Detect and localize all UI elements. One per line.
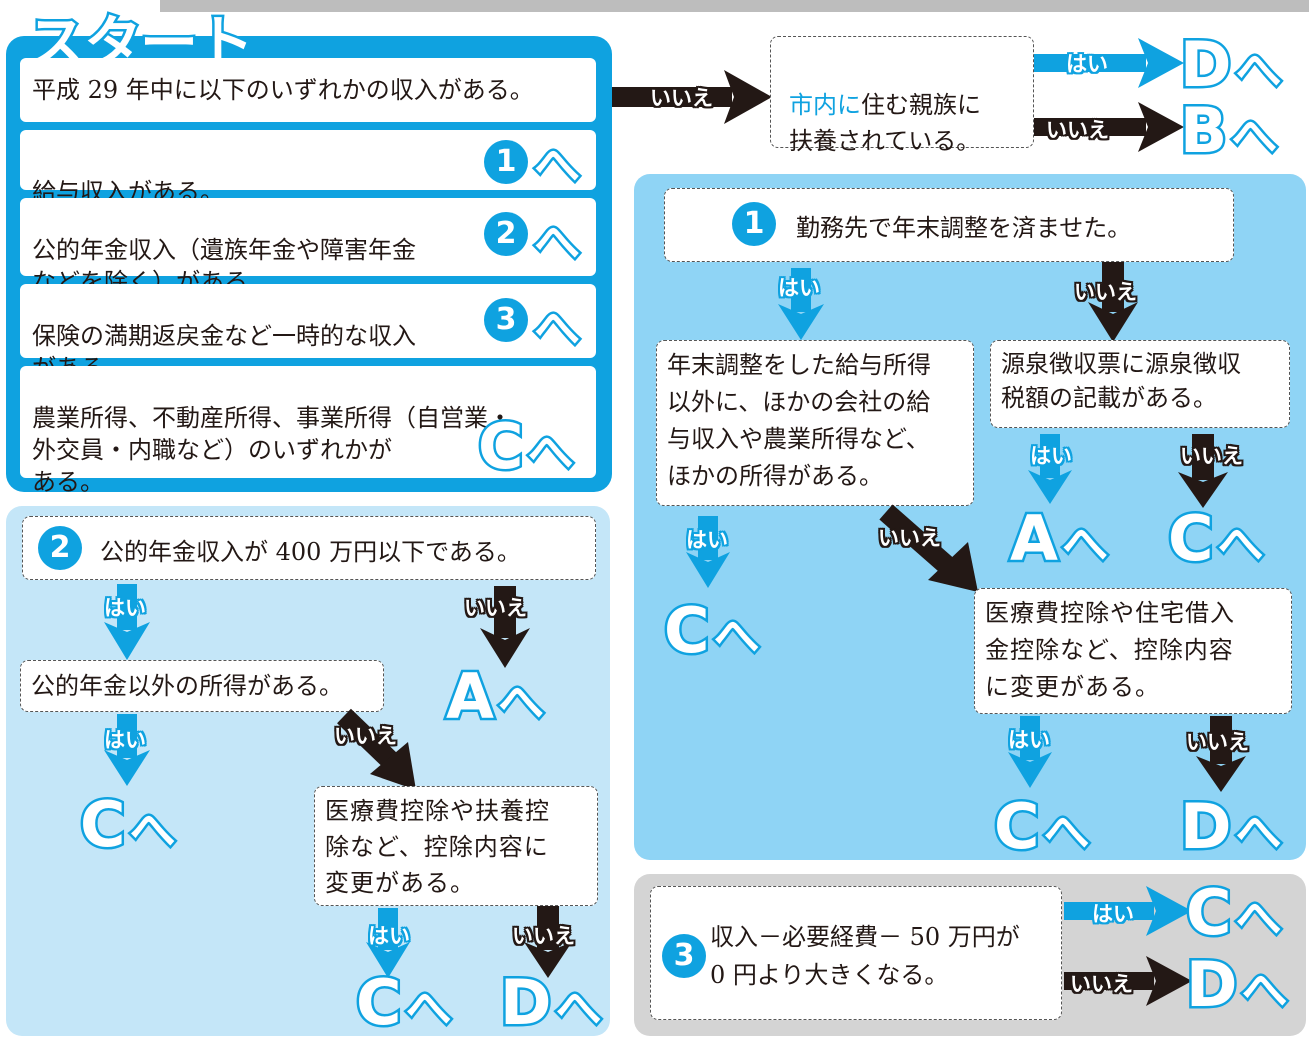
no-label: いいえ (1180, 444, 1243, 468)
flow2-number: 2 (38, 526, 82, 570)
flow1-no-question: 源泉徴収票に源泉徴収 税額の記載がある。 (990, 340, 1290, 428)
yes-arrow (778, 268, 824, 340)
flow3-number: 3 (662, 934, 706, 978)
no-income-question: 市内に住む親族に 扶養されている。 (770, 36, 1034, 155)
flow2-question (22, 516, 596, 580)
dest-c: Cへ (992, 790, 1092, 863)
goto-arrow-1: へ (532, 136, 583, 195)
header-bar (160, 0, 1309, 12)
goto-arrow-2: へ (532, 213, 583, 272)
yes-arrow (104, 714, 150, 786)
no-arrow (1178, 434, 1228, 508)
no-arrow (1064, 956, 1192, 1006)
yes-arrow (1028, 434, 1072, 504)
yes-label: はい (104, 596, 146, 620)
yes-arrow (104, 584, 150, 660)
yes-arrow (366, 908, 410, 978)
flow1-number: 1 (732, 202, 776, 246)
start-option-4: 農業所得、不動産所得、事業所得（自営業・ 外交員・内職など）のいずれかが ある。 (20, 366, 596, 496)
flow2-yes-question: 公的年金以外の所得がある。 (20, 660, 384, 712)
yes-arrow (1034, 38, 1184, 88)
no-label: いいえ (512, 924, 575, 948)
no-arrow (1088, 262, 1138, 342)
no-arrow (1034, 102, 1184, 152)
no-arrow (337, 708, 416, 790)
no-arrow (480, 586, 530, 668)
dest-d: Dへ (1183, 948, 1289, 1021)
no-arrow (1196, 716, 1246, 792)
goto-number-3: 3 (484, 298, 528, 342)
no-label: いいえ (1070, 972, 1133, 996)
dest-c: Cへ (78, 788, 178, 861)
flow1-yes-question: 年末調整をした給与所得 以外に、ほかの会社の給 与収入や農業所得など、 ほかの所… (656, 340, 974, 506)
dest-c: Cへ (1184, 876, 1284, 949)
start-question: 平成 29 年中に以下のいずれかの収入がある。 (20, 58, 596, 122)
no-label: いいえ (464, 596, 527, 620)
no-label: いいえ (1046, 118, 1109, 142)
yes-label: はい (368, 924, 410, 948)
no-arrow (524, 906, 572, 978)
yes-label: はい (1092, 902, 1134, 926)
dest-c: Cへ (1166, 502, 1266, 575)
start-option-2: 公的年金収入（遺族年金や障害年金 などを除く）がある。 (20, 198, 596, 296)
goto-arrow-3: へ (532, 299, 583, 358)
flow2-deduction-question: 医療費控除や扶養控 除など、控除内容に 変更がある。 (314, 786, 598, 906)
yes-label: はい (1030, 444, 1072, 468)
no-label: いいえ (1074, 280, 1137, 304)
no-label: いいえ (878, 526, 941, 550)
dest-a: Aへ (1008, 502, 1111, 575)
option-text: 公的年金収入（遺族年金や障害年金 などを除く）がある。 (32, 236, 416, 296)
flow3-question (650, 886, 1062, 1020)
dest-a: Aへ (444, 660, 547, 733)
goto-dest-c: Cへ (476, 410, 576, 483)
dest-d: Dへ (497, 966, 603, 1039)
option-text: 農業所得、不動産所得、事業所得（自営業・ 外交員・内職など）のいずれかが ある。 (32, 404, 512, 496)
dest-d: Dへ (1177, 790, 1283, 863)
yes-label: はい (686, 528, 728, 552)
dest-c: Cへ (662, 594, 762, 667)
dest-b: Bへ (1177, 94, 1279, 167)
goto-number-2: 2 (484, 212, 528, 256)
flow3-question-text: 収入－必要経費－ 50 万円が 0 円より大きくなる。 (710, 923, 1020, 989)
yes-label: はい (1066, 52, 1108, 76)
no-label: いいえ (334, 724, 397, 748)
no-label: いいえ (1186, 730, 1249, 754)
yes-arrow (686, 516, 730, 588)
yes-label: はい (104, 728, 146, 752)
highlight-text: 市内に (789, 91, 861, 119)
no-arrow (612, 70, 772, 124)
flow1-question-text: 勤務先で年末調整を済ませた。 (796, 214, 1132, 242)
flow2-question-text: 公的年金収入が 400 万円以下である。 (100, 538, 521, 566)
yes-label: はい (1008, 728, 1050, 752)
yes-label: はい (778, 276, 820, 300)
yes-arrow (1064, 886, 1192, 936)
goto-number-1: 1 (484, 140, 528, 184)
question-text: 住む親族に 扶養されている。 (789, 91, 981, 155)
yes-arrow (1008, 716, 1052, 788)
flow1-deduction-question: 医療費控除や住宅借入 金控除など、控除内容 に変更がある。 (974, 588, 1292, 714)
dest-d: Dへ (1177, 28, 1283, 101)
flow1-panel (634, 174, 1306, 860)
no-label: いいえ (650, 86, 713, 110)
no-arrow (879, 504, 978, 592)
dest-c: Cへ (354, 966, 454, 1039)
